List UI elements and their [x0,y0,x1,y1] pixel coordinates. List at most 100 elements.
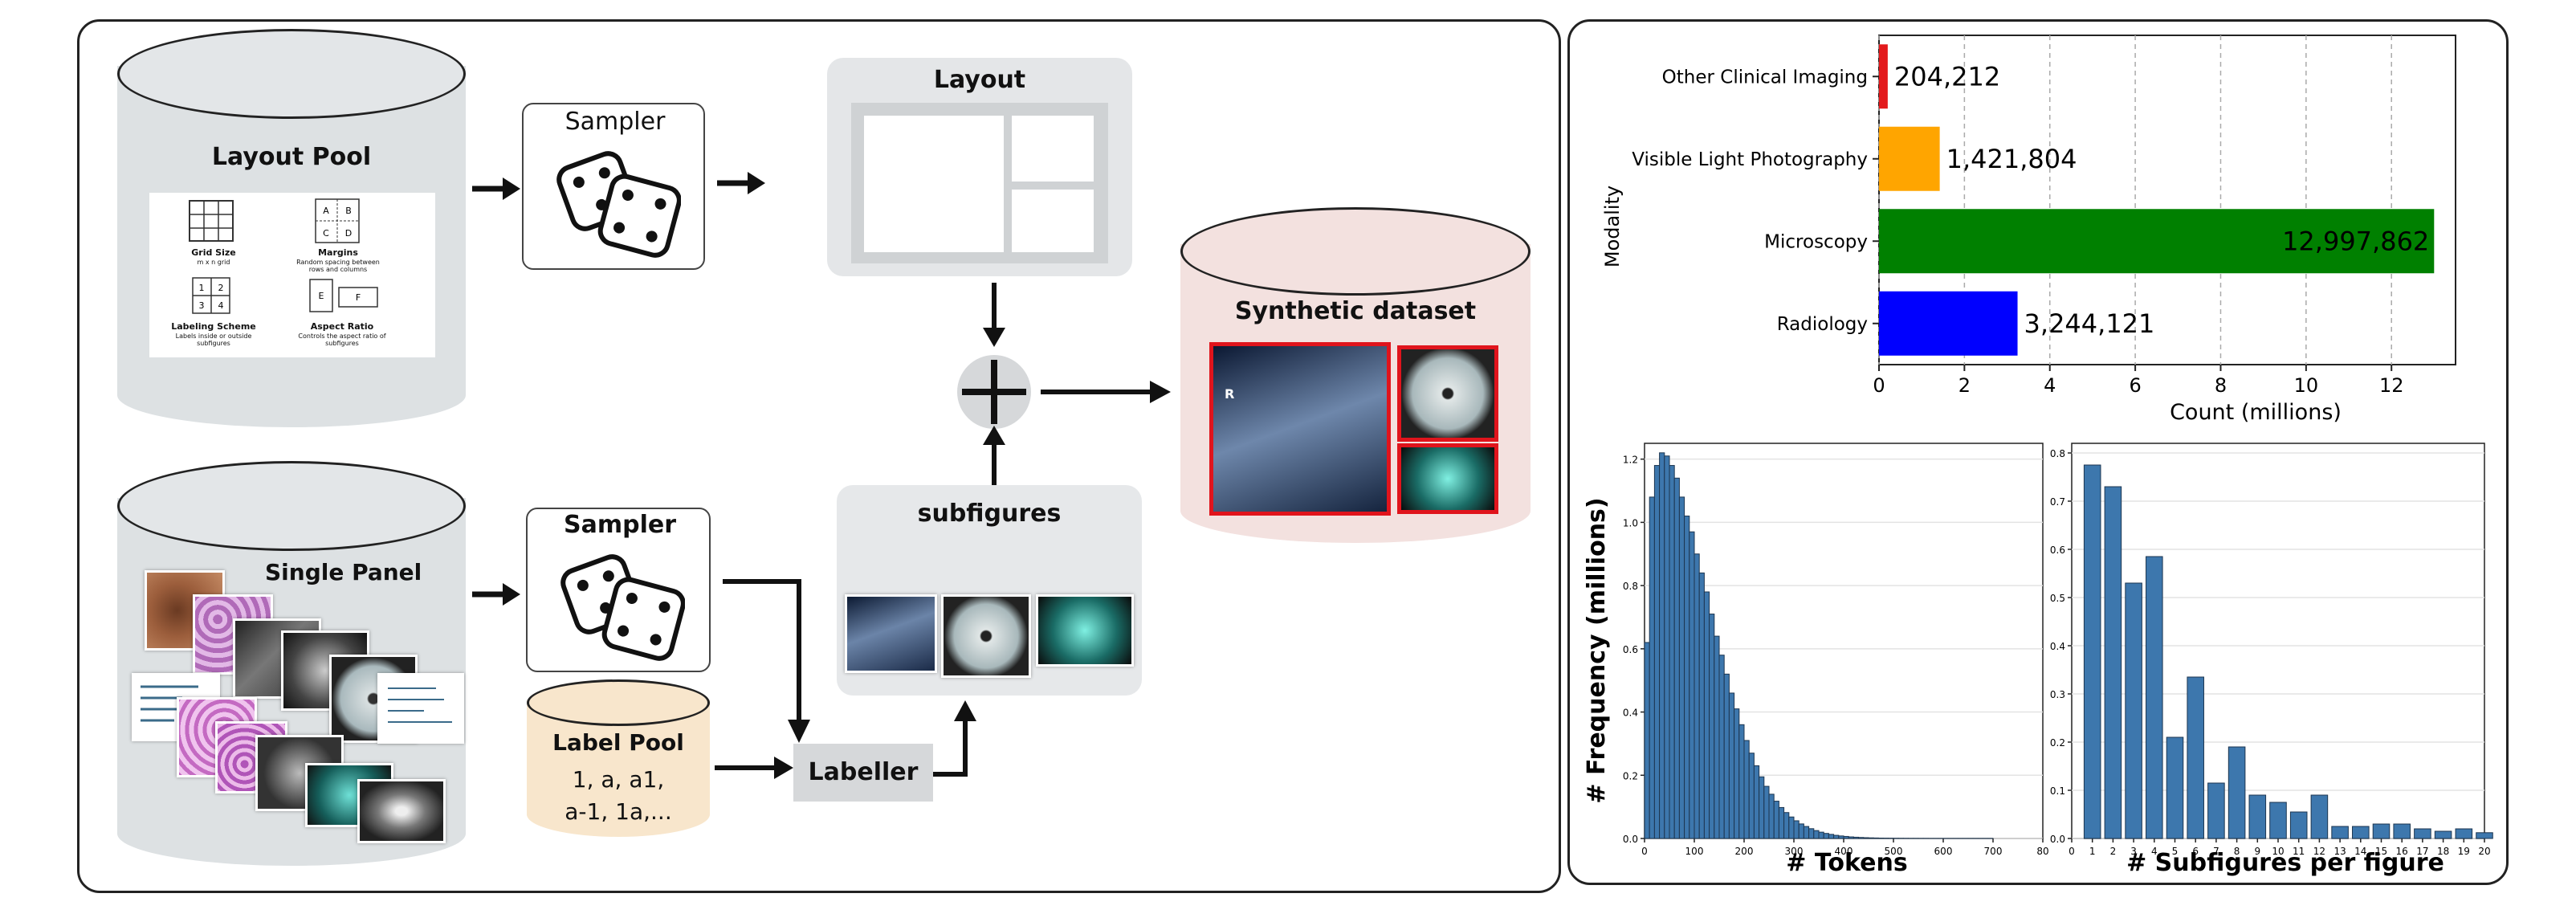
arrow-sampler-to-layout [717,172,765,194]
dataset-xray: R [1209,342,1391,516]
tokens-bar [1728,692,1735,839]
tokens-bar [1698,572,1705,839]
labeling-title: Labeling Scheme [171,321,256,332]
modality-bar [1879,44,1888,109]
single-panel-cylinder-top [117,461,466,551]
chest-xray-image [357,779,446,843]
subfig-xtick-label: 5 [2172,846,2179,857]
plus-icon [957,355,1031,429]
dataset-ct [1397,443,1498,514]
modality-ylabel: Modality [1601,186,1624,267]
subfig-bar [2310,794,2329,839]
subfig-ytick-label: 0.4 [2050,641,2065,652]
chart-thumb-2 [377,673,464,744]
subfig-ct [1036,594,1134,667]
tokens-bar [1649,496,1655,839]
layout-box: Layout [827,58,1132,276]
modality-category-label: Microscopy [1764,231,1868,252]
tokens-bar [1759,776,1765,839]
cell-c: C [323,228,329,239]
grid-size-icon [189,200,234,242]
modality-value-label: 1,421,804 [1946,144,2077,174]
tokens-bar [1818,831,1824,839]
tokens-bar [1778,806,1785,839]
modality-bar [1879,126,1940,191]
tokens-bar [1669,465,1675,839]
arrow-labelpool-to-labeller [715,757,793,779]
subfig-ytick-label: 0.8 [2050,448,2065,459]
subfigures-box: subfigures [837,485,1142,696]
subfig-bar [2269,802,2287,839]
tokens-bar [1734,708,1740,839]
label-pool-cylinder-top [527,679,710,726]
labeller-label: Labeller [808,758,919,786]
tokens-bar [1694,553,1700,839]
margins-title: Margins [318,247,358,258]
subfig-bar [2104,486,2122,839]
tokens-bar [1753,765,1760,839]
arrow-sampler-to-labeller [723,579,810,743]
tokens-bar [1678,496,1685,839]
label-pool-title: Label Pool [552,729,684,756]
modality-category-label: Radiology [1777,314,1868,335]
subfig-bar [2455,828,2473,839]
tokens-bar [1808,828,1815,839]
subfig-ytick-label: 0.6 [2050,545,2065,556]
subfig-bar [2146,556,2163,839]
tokens-ytick-label: 1.0 [1623,517,1638,528]
subfig-bar [2228,746,2246,839]
tokens-bar [1743,740,1750,839]
tokens-xtick-label: 500 [1885,846,1903,857]
subfig-bar [2248,794,2267,839]
subfig-xtick-label: 14 [2354,846,2366,857]
tokens-xtick-label: 200 [1735,846,1754,857]
tokens-ytick-label: 0.8 [1623,581,1638,592]
subfig-xray [845,594,937,673]
tokens-bar [1838,835,1844,839]
cell-4: 4 [218,300,224,311]
tokens-bar [1793,820,1800,839]
dataset-endoscopy [1397,345,1498,442]
subfig-xtick-label: 0 [2069,846,2075,857]
sampler-bottom-box: Sampler [526,508,711,672]
tokens-bar [1773,801,1779,839]
dice-icon-2 [560,554,685,661]
tokens-bar [1828,834,1835,839]
subfig-chart: # Subfigures per figure 0.00.10.20.30.40… [2050,443,2493,877]
layout-title: Layout [933,66,1026,94]
sampler-top-box: Sampler [522,103,705,270]
tokens-bar [1823,833,1829,839]
subfig-bar [2434,830,2452,839]
tokens-bar [1644,642,1650,839]
subfig-xtick-label: 8 [2234,846,2240,857]
sampler-top-label: Sampler [565,108,666,136]
tokens-bar [1738,724,1745,839]
modality-value-label: 204,212 [1894,61,2000,92]
labeling-icon: 1 2 3 4 [192,277,230,314]
layout-preview [851,103,1108,263]
tokens-ytick-label: 0.0 [1623,834,1638,845]
margins-desc: Random spacing between rows and columns [296,259,380,273]
tokens-xtick-label: 700 [1984,846,2003,857]
layout-pool-title: Layout Pool [211,143,372,171]
label-pool-line2: a-1, 1a,... [565,798,672,825]
tokens-bar [1848,836,1854,839]
tokens-bar [1709,614,1715,839]
subfig-ytick-label: 0.0 [2050,834,2065,845]
subfig-xtick-label: 7 [2213,846,2219,857]
tokens-chart: # Frequency (millions) # Tokens 0.00.20.… [1583,443,2049,877]
xray-marker: R [1225,386,1235,402]
tokens-ytick-label: 0.6 [1623,644,1638,655]
subfig-xtick-label: 15 [2375,846,2387,857]
tokens-bar [1763,785,1770,839]
subfig-bar [2393,823,2411,839]
subfig-xtick-label: 18 [2437,846,2449,857]
tokens-bar [1843,835,1849,839]
cell-f: F [356,292,361,303]
aspect-title: Aspect Ratio [310,321,374,332]
single-panel-title: Single Panel [265,559,422,585]
subfig-xtick-label: 1 [2089,846,2096,857]
subfig-ytick-label: 0.1 [2050,785,2065,797]
subfig-xtick-label: 4 [2151,846,2158,857]
synthetic-dataset-cylinder-top [1180,207,1531,296]
